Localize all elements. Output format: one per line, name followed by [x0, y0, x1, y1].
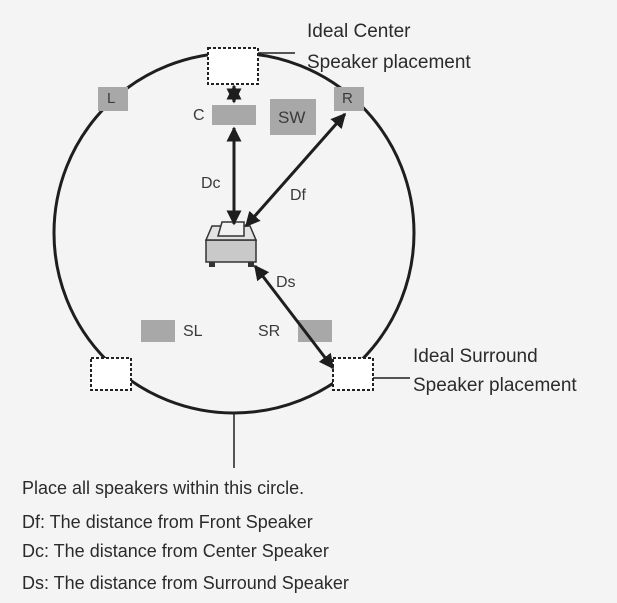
ds-label: Ds [276, 274, 296, 291]
dc-definition: Dc: The distance from Center Speaker [22, 541, 329, 561]
ideal-surround-placement-right [332, 357, 374, 391]
dc-label: Dc [201, 175, 221, 192]
subwoofer-label: SW [278, 108, 306, 127]
front-right-speaker [334, 87, 364, 111]
df-label: Df [290, 187, 306, 204]
surround-left-speaker [141, 320, 175, 342]
circle-note: Place all speakers within this circle. [22, 478, 305, 498]
center-callout-line2: Speaker placement [307, 52, 471, 73]
front-left-speaker [98, 87, 128, 111]
ideal-surround-placement-left [90, 357, 132, 391]
listener-seat-icon [204, 221, 258, 267]
center-speaker [212, 105, 256, 125]
center-callout-line1: Ideal Center [307, 21, 411, 42]
surround-right-label: SR [258, 323, 281, 340]
surround-callout-line1: Ideal Surround [413, 346, 538, 367]
front-left-label: L [107, 90, 116, 107]
center-label: C [193, 107, 205, 124]
ds-definition: Ds: The distance from Surround Speaker [22, 573, 349, 593]
front-right-label: R [342, 90, 353, 107]
surround-callout-line2: Speaker placement [413, 375, 577, 396]
df-definition: Df: The distance from Front Speaker [22, 512, 313, 532]
ds-arrow [253, 264, 335, 370]
ideal-center-placement [207, 47, 259, 85]
surround-left-label: SL [183, 323, 203, 340]
df-arrow [244, 112, 347, 228]
